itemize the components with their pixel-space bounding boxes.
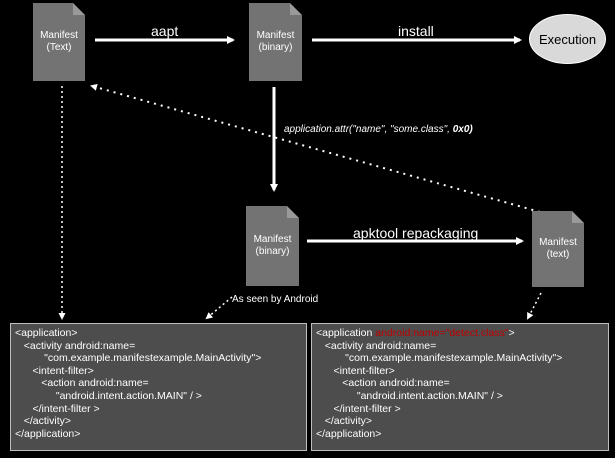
code-line: <activity android:name=: [316, 339, 437, 352]
manifest-binary-mid-line-1: Manifest: [253, 234, 292, 245]
code-block-original: <application> <activity android:name= "c…: [10, 323, 307, 451]
code-line: <action android:name=: [316, 377, 450, 390]
code-line: <activity android:name=: [15, 339, 136, 352]
code-line: </activity>: [316, 415, 373, 428]
code-line: "android.intent.action.MAIN" / >: [316, 389, 503, 402]
code-line: </intent-filter >: [15, 402, 100, 415]
manifest-text-right-line-1: Manifest: [539, 237, 577, 248]
execution-node: Execution: [529, 14, 606, 64]
code-line: </application>: [316, 427, 382, 440]
attr-label-prefix: application.attr("name", "some.class",: [284, 124, 453, 135]
code-line: <intent-filter>: [316, 364, 395, 377]
seen-by-android-label: As seen by Android: [232, 294, 319, 305]
install-label: install: [398, 23, 434, 39]
code-first-prefix: <application: [316, 327, 376, 339]
attr-dotted-arrow: [90, 83, 541, 213]
manifest-text-doc: Manifest (Text): [33, 3, 85, 81]
code-line: </intent-filter >: [316, 402, 401, 415]
manifest-text-line-1: Manifest: [40, 30, 78, 41]
code-line-first: <application android:name="detect.class"…: [316, 327, 604, 340]
code-line: "android.intent.action.MAIN" / >: [15, 389, 202, 402]
apktool-label: apktool repackaging: [353, 225, 479, 241]
manifest-binary-mid-line-2: (binary): [255, 246, 290, 257]
manifest-text-right-line-2: (text): [546, 249, 570, 260]
code-line: "com.example.manifestexample.MainActivit…: [15, 352, 262, 365]
highlighted-attribute: android:name="detect.class": [375, 327, 509, 339]
code-first-suffix: >: [508, 327, 515, 339]
manifest-binary-top-doc: Manifest (binary): [249, 3, 302, 81]
code-line: </application>: [15, 427, 81, 440]
manifest-binary-mid-doc: Manifest (binary): [246, 206, 299, 286]
code-line: <intent-filter>: [15, 364, 94, 377]
manifest-binary-top-line-1: Manifest: [256, 30, 295, 41]
attr-label: application.attr("name", "some.class", 0…: [284, 124, 473, 135]
code-block-modified: <application android:name="detect.class"…: [311, 323, 609, 451]
code-line: </activity>: [15, 415, 72, 428]
code-line: <application>: [15, 327, 78, 339]
text-right-to-code-dotted-arrow: [527, 292, 542, 320]
seen-by-android-dotted-arrow: [205, 296, 233, 320]
aapt-label: aapt: [151, 23, 179, 39]
manifest-binary-top-line-2: (binary): [258, 42, 293, 53]
code-line: <action android:name=: [15, 377, 149, 390]
manifest-text-line-2: (Text): [46, 42, 72, 53]
attr-label-bold: 0x0): [452, 124, 473, 135]
code-line: "com.example.manifestexample.MainActivit…: [316, 352, 563, 365]
manifest-text-right-doc: Manifest (text): [532, 211, 584, 287]
